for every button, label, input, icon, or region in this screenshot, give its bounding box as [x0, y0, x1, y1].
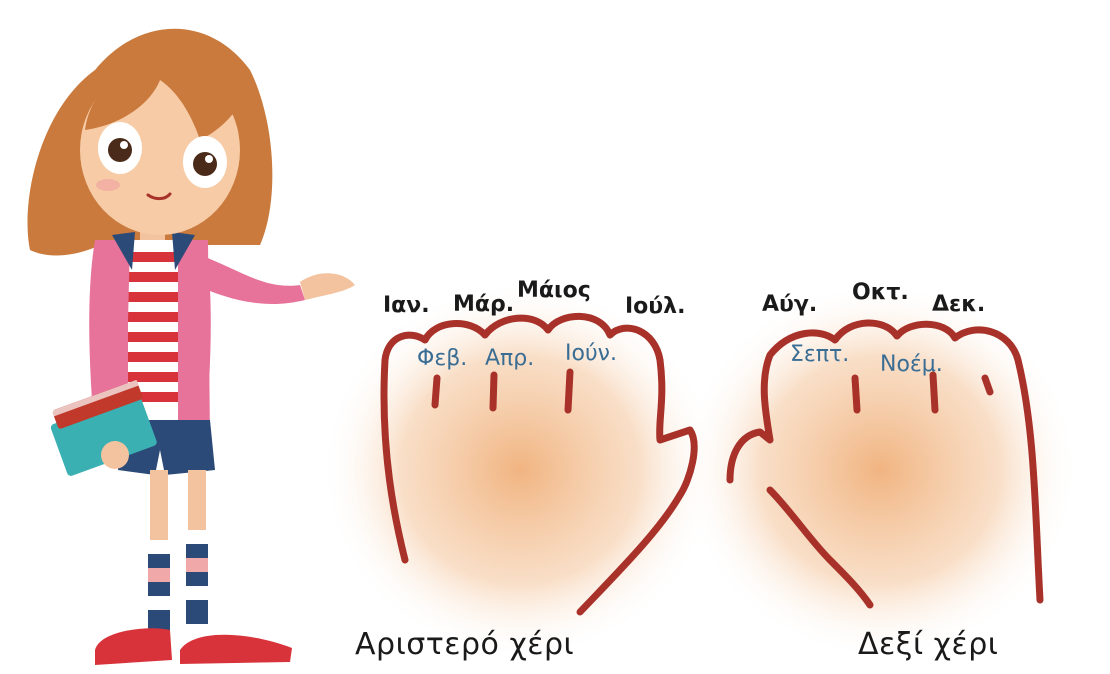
right-knuckle-month-1: Αύγ.: [762, 294, 817, 316]
right-valley-month-2: Νοέμ.: [880, 354, 943, 376]
left-knuckle-month-4: Ιούλ.: [625, 296, 685, 318]
right-hand-caption: Δεξί χέρι: [858, 630, 998, 660]
left-knuckle-month-1: Ιαν.: [383, 295, 430, 317]
right-valley-month-1: Σεπτ.: [790, 344, 849, 366]
left-valley-month-2: Απρ.: [485, 348, 534, 370]
right-hand-glow: [680, 280, 1080, 660]
right-knuckle-month-2: Οκτ.: [852, 282, 909, 304]
left-knuckle-month-3: Μάιος: [517, 280, 591, 302]
left-hand-glow: [320, 280, 720, 660]
left-valley-month-3: Ιούν.: [565, 343, 617, 365]
left-knuckle-month-2: Μάρ.: [453, 294, 514, 316]
left-hand-caption: Αριστερό χέρι: [355, 630, 574, 660]
right-knuckle-month-3: Δεκ.: [932, 294, 985, 316]
left-valley-month-1: Φεβ.: [417, 348, 467, 370]
